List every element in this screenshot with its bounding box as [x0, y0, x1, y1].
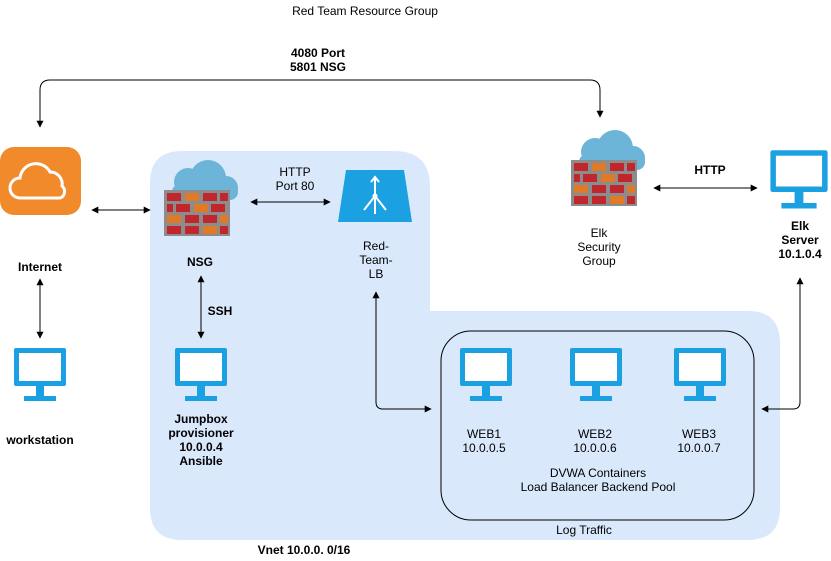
lb-label-3: LB	[369, 267, 384, 281]
nsg-lb-edge-label-2: Port 80	[276, 179, 315, 193]
top-link-label-1: 4080 Port	[291, 46, 345, 60]
elk-nsg-label-1: Elk	[591, 226, 609, 240]
backend-pool-box	[440, 330, 755, 521]
internet-label: Internet	[18, 260, 62, 274]
web2-label-2: 10.0.0.6	[573, 441, 617, 455]
elk-server-monitor-icon	[770, 150, 828, 209]
web2-label-1: WEB2	[578, 427, 612, 441]
web3-label-1: WEB3	[682, 427, 716, 441]
nsg-lb-edge-label-1: HTTP	[279, 165, 310, 179]
load-balancer-icon	[338, 170, 412, 222]
elk-nsg-label-2: Security	[577, 240, 620, 254]
elk-server-label-1: Elk	[791, 219, 809, 233]
ssh-edge-label: SSH	[208, 304, 233, 318]
jumpbox-label-3: 10.0.0.4	[179, 440, 223, 454]
elk-server-label-3: 10.1.0.4	[778, 247, 822, 261]
top-link-edge	[36, 79, 604, 128]
log-traffic-edge	[761, 277, 804, 413]
workstation-label: workstation	[5, 433, 73, 447]
elk-http-edge-label: HTTP	[694, 163, 725, 177]
jumpbox-label-2: provisioner	[168, 426, 234, 440]
log-traffic-label: Log Traffic	[556, 523, 612, 537]
top-link-label-2: 5801 NSG	[290, 60, 346, 74]
diagram-title: Red Team Resource Group	[292, 4, 438, 18]
lb-label-2: Team-	[359, 253, 392, 267]
pool-label-2: Load Balancer Backend Pool	[521, 480, 676, 494]
jumpbox-label-4: Ansible	[179, 454, 223, 468]
internet-cloud-icon	[0, 147, 81, 215]
elk-nsg-label-3: Group	[582, 254, 616, 268]
elk-nsg-firewall-icon	[571, 130, 645, 206]
elk-server-label-2: Server	[781, 233, 819, 247]
vnet-label: Vnet 10.0.0. 0/16	[258, 543, 351, 557]
web3-label-2: 10.0.0.7	[677, 441, 721, 455]
web1-label-1: WEB1	[467, 427, 501, 441]
lb-label-1: Red-	[363, 239, 389, 253]
nsg-label: NSG	[187, 255, 213, 269]
jumpbox-label-1: Jumpbox	[174, 412, 228, 426]
vnet-region	[150, 151, 780, 540]
workstation-monitor-icon	[14, 348, 66, 401]
pool-label-1: DVWA Containers	[550, 466, 646, 480]
web1-label-2: 10.0.0.5	[462, 441, 506, 455]
lb-pool-edge	[372, 291, 432, 413]
